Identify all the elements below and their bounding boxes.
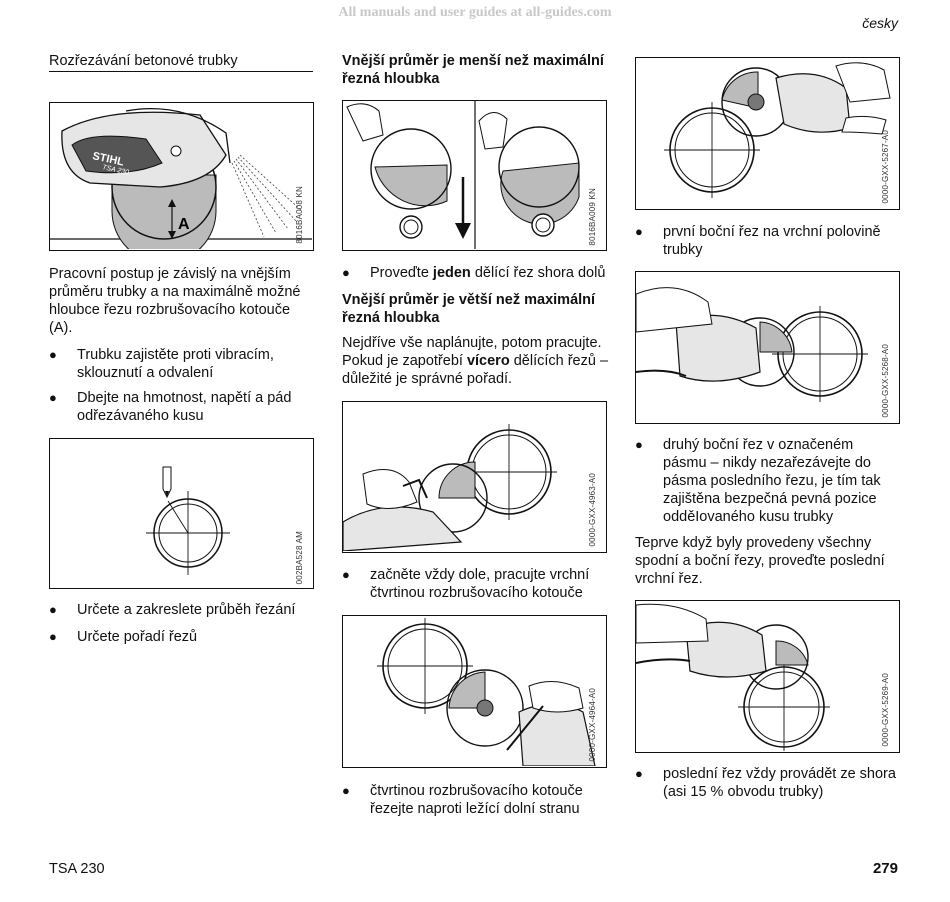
bullet-secure-pipe: Trubku zajistěte proti vibracím, sklouzn… (49, 346, 313, 382)
footer-model: TSA 230 (49, 861, 105, 877)
figure-code: 0000-GXX-5267-A0 (881, 129, 890, 203)
dimension-label-a: A (178, 216, 190, 233)
start-bottom-illustration (343, 424, 557, 551)
bullet-text-bold: jeden (432, 265, 471, 281)
bullet-one-cut: Proveďte jeden dělící řez shora dolů (342, 264, 612, 282)
figure-second-side-cut: 0000-GXX-5268-A0 (635, 271, 900, 424)
bullet-opposite-side: čtvrtinou rozbrušovacího kotouče řezejte… (342, 782, 607, 818)
figure-final-cut: 0000-GXX-5269-A0 (635, 600, 900, 753)
figure-opposite-side: 0000-GXX-4964-A0 (342, 615, 607, 768)
bullet-start-bottom: začněte vždy dole, pracujte vrchní čtvrt… (342, 566, 607, 602)
para-text-after: dělících řezů – důležité je správné pořa… (342, 353, 609, 387)
para-text-bold: vícero (466, 353, 510, 369)
figure-single-cut: 8016BA009 KN (342, 100, 607, 251)
single-cut-illustration (346, 101, 580, 249)
bullet-cut-order: Určete pořadí řezů (49, 628, 313, 646)
figure-saw-cut-depth: STIHL TSA 230 A 8016BA008 KN (49, 102, 314, 251)
saw-illustration: STIHL TSA 230 A (50, 108, 312, 249)
first-side-cut-illustration (664, 62, 891, 198)
bullet-final-cut: poslední řez vždy provádět ze shora (asi… (635, 765, 900, 801)
figure-code: 002BA528 AM (295, 530, 304, 584)
section-heading: Rozřezávání betonové trubky (49, 52, 313, 72)
bullet-mark-cut: Určete a zakreslete průběh řezání (49, 601, 313, 619)
figure-code: 0000-GXX-4964-A0 (588, 687, 597, 761)
figure-code: 8016BA009 KN (588, 188, 597, 246)
pipe-marking-illustration (146, 466, 230, 575)
figure-mark-cut: 002BA528 AM (49, 438, 314, 589)
para-text-before: Nejdříve vše naplánujte, potom pracujte.… (342, 335, 602, 369)
language-label: česky (862, 15, 898, 31)
second-side-cut-illustration (636, 287, 868, 402)
planning-paragraph: Nejdříve vše naplánujte, potom pracujte.… (342, 334, 612, 388)
intro-paragraph: Pracovní postup je závislý na vnějším pr… (49, 266, 301, 336)
figure-code: 0000-GXX-5268-A0 (881, 343, 890, 417)
watermark: All manuals and user guides at all-guide… (338, 5, 612, 20)
figure-code: 8016BA008 KN (295, 186, 304, 244)
figure-first-side-cut: 0000-GXX-5267-A0 (635, 57, 900, 210)
bullet-first-side-cut: první boční řez na vrchní polovině trubk… (635, 223, 900, 259)
final-cut-illustration (636, 603, 830, 751)
bullet-text-after: dělící řez shora dolů (470, 265, 606, 281)
page-number: 279 (872, 860, 898, 877)
bullet-text-before: Proveďte (370, 265, 433, 281)
figure-code: 0000-GXX-4963-A0 (588, 472, 597, 546)
bullet-weight-tension: Dbejte na hmotnost, napětí a pád odřezáv… (49, 389, 313, 425)
opposite-side-illustration (377, 618, 596, 766)
figure-start-bottom: 0000-GXX-4963-A0 (342, 401, 607, 553)
final-cut-paragraph: Teprve když byly provedeny všechny spodn… (635, 535, 885, 587)
heading-smaller-diameter: Vnější průměr je menší než maximální řez… (342, 53, 604, 87)
bullet-second-side-cut: druhý boční řez v označeném pásmu – nikd… (635, 436, 900, 526)
heading-larger-diameter: Vnější průměr je větší než maximální řez… (342, 292, 596, 326)
figure-code: 0000-GXX-5269-A0 (881, 672, 890, 746)
